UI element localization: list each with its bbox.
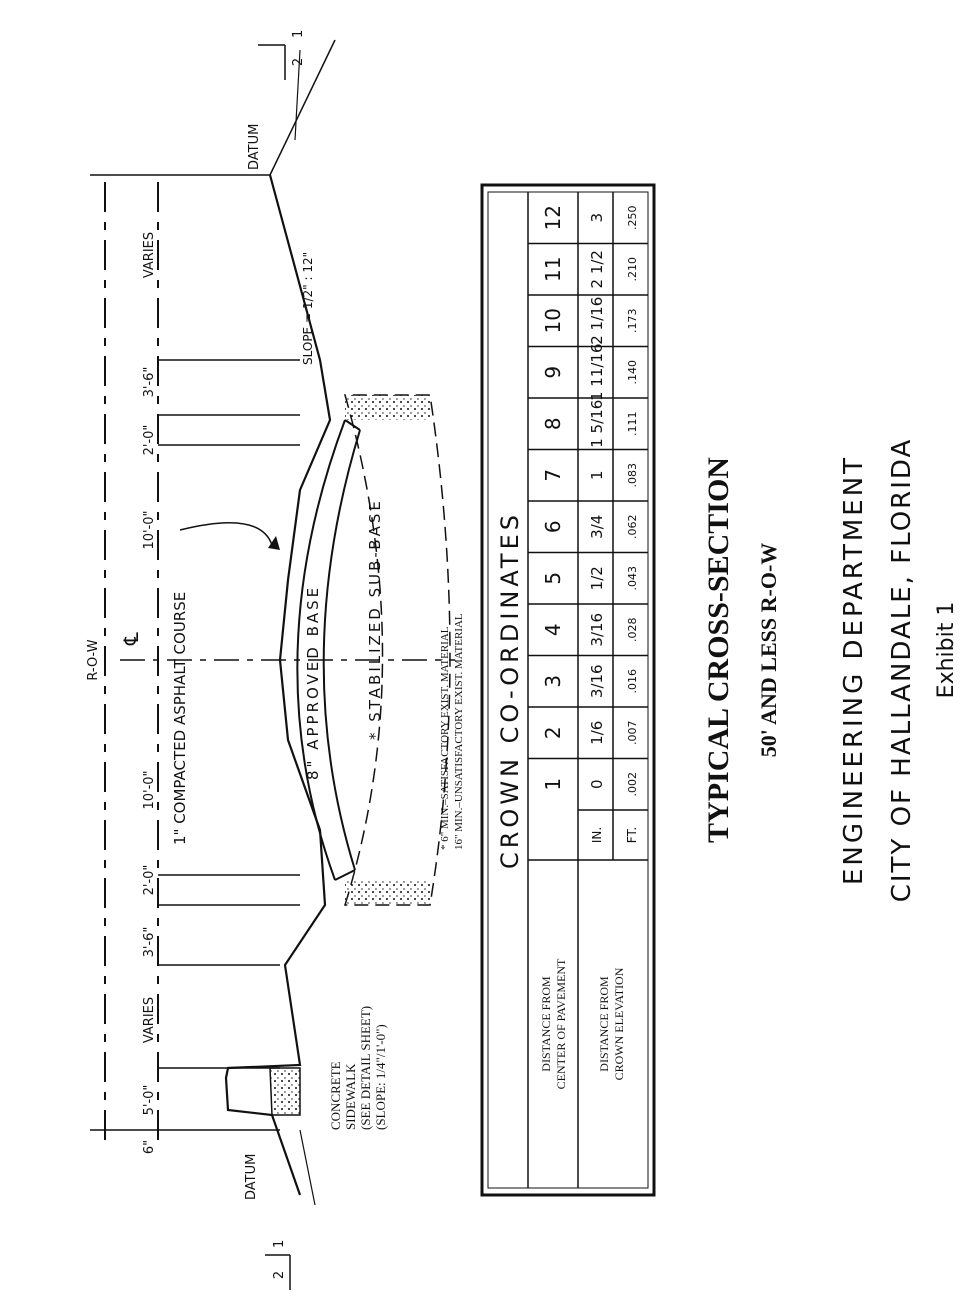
slope-right-label: SLOPE = 1/2" : 12" — [301, 252, 315, 365]
feet-cell: .140 — [626, 360, 639, 385]
dim-sidewalk: 5'-0" — [142, 1085, 157, 1116]
sidewalk-note-line-3: (SEE DETAIL SHEET) — [358, 1006, 373, 1130]
subbase-stipple-right — [345, 395, 430, 420]
feet-cell: .173 — [626, 309, 639, 334]
distance-cell: 12 — [541, 205, 565, 230]
unit-feet: FT. — [625, 827, 639, 843]
distance-cell: 6 — [541, 520, 565, 533]
base-label: 8" APPROVED BASE — [304, 585, 322, 780]
slope-ratio-right: 2 1 — [258, 30, 306, 80]
row2-label-line-2: CROWN ELEVATION — [612, 967, 626, 1080]
distance-cell: 8 — [541, 417, 565, 430]
sidewalk-note: CONCRETE SIDEWALK (SEE DETAIL SHEET) (SL… — [328, 1006, 388, 1130]
material-note-2: 16" MIN.–UNSATISFACTORY EXIST. MATERIAL — [453, 613, 465, 850]
distance-cell: 7 — [541, 469, 565, 482]
distance-cell: 5 — [541, 572, 565, 585]
caption-department: ENGINEERING DEPARTMENT — [839, 455, 869, 885]
rotated-sheet: R-O-W 6" 5'-0" VARIES 3'-6" 2'-0" 10'-0"… — [86, 30, 656, 1290]
datum-right-label: DATUM — [247, 124, 262, 170]
inches-cell: 2 1/2 — [588, 250, 606, 288]
inches-cell: 1/6 — [588, 721, 606, 745]
dim-shoulder-right: 2'-0" — [142, 425, 157, 456]
feet-cell: .083 — [626, 463, 639, 488]
distance-cell: 1 — [541, 778, 565, 791]
right-cut-slope — [269, 39, 336, 176]
slope-ratio-right-num: 2 — [291, 58, 306, 66]
caption-city: CITY OF HALLANDALE, FLORIDA — [887, 438, 917, 903]
table-title: CROWN CO-ORDINATES — [496, 511, 524, 869]
datum-left-label: DATUM — [244, 1154, 259, 1200]
left-existing-ground — [299, 1129, 316, 1206]
caption-block: TYPICAL CROSS-SECTION 50' AND LESS R-O-W… — [702, 438, 959, 903]
distance-cell: 11 — [541, 257, 565, 282]
crown-coordinates-table: CROWN CO-ORDINATES DISTANCE FROM CENTER … — [480, 183, 656, 1197]
dim-swale-right: 3'-6" — [142, 367, 157, 398]
concrete-sidewalk-slab — [269, 1067, 301, 1116]
caption-title: TYPICAL CROSS-SECTION — [702, 457, 735, 843]
feet-cell: .111 — [626, 412, 639, 437]
feet-cell: .043 — [626, 566, 639, 591]
subbase-label: * STABILIZED SUB-BASE — [366, 498, 384, 740]
dim-shoulder-left: 2'-0" — [142, 865, 157, 896]
feet-cell: .210 — [626, 257, 639, 282]
inches-cell: 3/16 — [588, 664, 606, 698]
inches-cell: 3 — [588, 213, 606, 223]
inches-cell: 1 — [588, 470, 606, 480]
sidewalk-note-line-1: CONCRETE — [328, 1061, 343, 1130]
distance-cell: 2 — [541, 726, 565, 739]
row1-label-line-1: DISTANCE FROM — [539, 976, 553, 1072]
asphalt-line — [322, 429, 361, 871]
asphalt-leader-arrowhead — [268, 536, 280, 550]
row-label: R-O-W — [86, 639, 101, 680]
distance-cell: 4 — [541, 623, 565, 636]
inches-cell: 2 1/16 — [588, 297, 606, 345]
asphalt-leader — [179, 521, 273, 546]
sidewalk-note-line-2: SIDEWALK — [343, 1063, 358, 1130]
extension-lines — [90, 174, 455, 1131]
dim-swale-left: 3'-6" — [142, 927, 157, 958]
unit-inches: IN. — [590, 827, 604, 843]
base-top-line — [296, 419, 346, 881]
distance-cell: 10 — [541, 308, 565, 333]
feet-cell: .007 — [626, 721, 639, 746]
stabilized-subbase — [343, 394, 451, 906]
row2-label-line-1: DISTANCE FROM — [597, 976, 611, 1072]
finished-grade-profile — [224, 174, 332, 1196]
feet-cell: .062 — [626, 515, 639, 540]
feet-cell: .250 — [626, 206, 639, 231]
inches-cell: 1 11/16 — [588, 343, 606, 401]
inches-cell: 1/2 — [588, 566, 606, 590]
slope-ratio-left-den: 1 — [272, 1240, 287, 1248]
inches-cell: 3/4 — [588, 515, 606, 539]
dim-lane-left: 10'-0" — [142, 770, 157, 809]
material-note-1: * 6" MIN.–SATISFACTORY EXIST. MATERIAL — [439, 626, 451, 850]
sidewalk-note-line-4: (SLOPE: 1/4"/1'-0") — [373, 1024, 388, 1130]
feet-cell: .016 — [626, 669, 639, 694]
dim-curb: 6" — [142, 1140, 157, 1154]
inches-cell: 1 5/16 — [588, 400, 606, 448]
dim-varies-right: VARIES — [142, 232, 157, 278]
caption-exhibit: Exhibit 1 — [934, 602, 959, 699]
inches-cell: 0 — [588, 779, 606, 789]
right-existing-ground — [294, 49, 301, 141]
caption-subtitle: 50' AND LESS R-O-W — [756, 543, 781, 758]
inches-cell: 3/16 — [588, 613, 606, 647]
feet-cell: .002 — [626, 772, 639, 797]
slope-ratio-left: 2 1 — [265, 1240, 291, 1290]
slope-ratio-right-den: 1 — [291, 30, 306, 38]
distance-cell: 3 — [541, 675, 565, 688]
distance-cell: 9 — [541, 366, 565, 379]
segment-dimensions: 6" 5'-0" VARIES 3'-6" 2'-0" 10'-0" 10'-0… — [142, 232, 157, 1154]
dim-varies-left: VARIES — [142, 997, 157, 1043]
cross-section-drawing: R-O-W 6" 5'-0" VARIES 3'-6" 2'-0" 10'-0"… — [86, 30, 465, 1290]
feet-cell: .028 — [626, 618, 639, 643]
dim-lane-right: 10'-0" — [142, 510, 157, 549]
centerline-symbol: ℄ — [119, 632, 143, 646]
row1-label-line-2: CENTER OF PAVEMENT — [554, 958, 568, 1089]
subbase-stipple-left — [345, 880, 430, 905]
slope-ratio-left-num: 2 — [272, 1271, 287, 1279]
asphalt-label: 1" COMPACTED ASPHALT COURSE — [171, 592, 189, 845]
